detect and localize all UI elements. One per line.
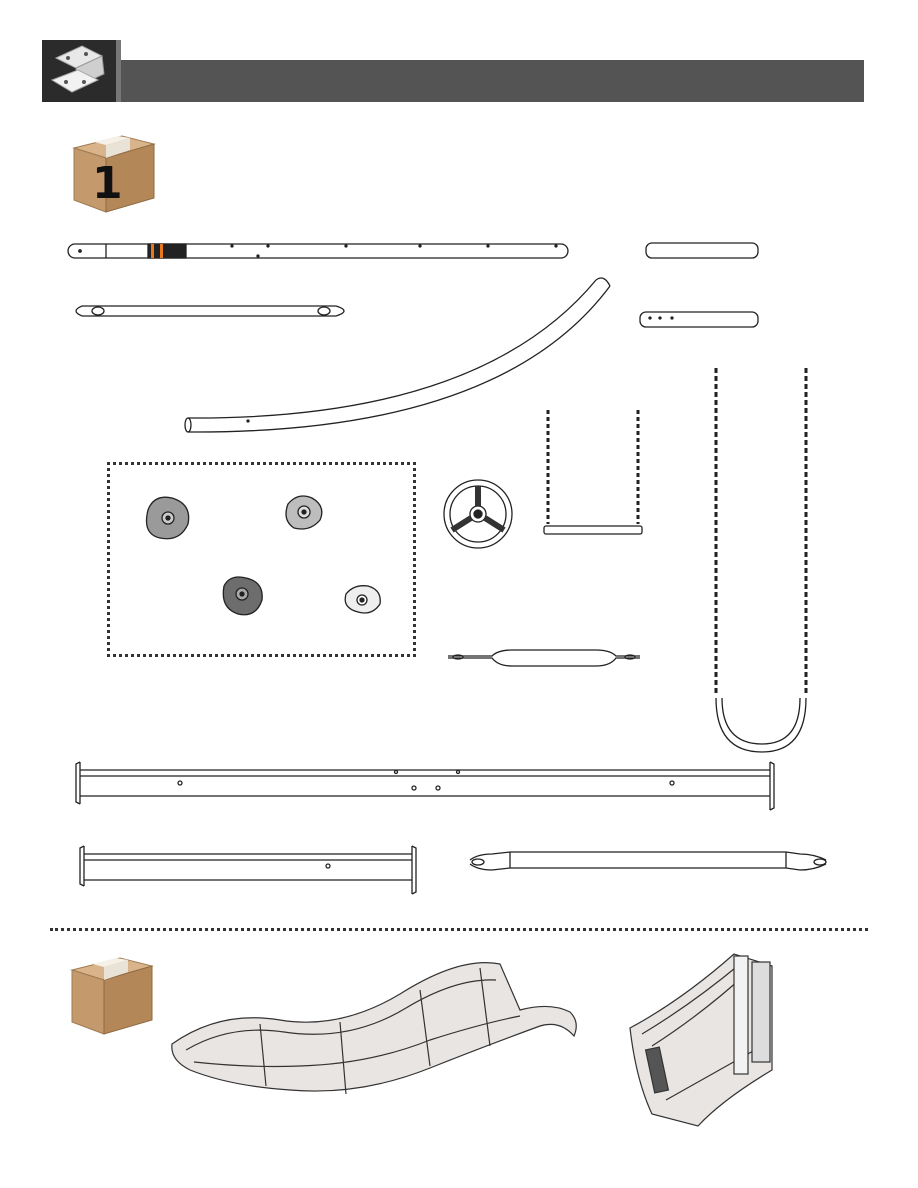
short-tube [646,243,758,258]
flanged-beam-long [76,762,774,810]
climbing-holds [140,490,400,630]
curved-arm [185,278,610,432]
long-tube-beam [68,244,568,258]
belt-swing-icon [716,368,806,752]
section-divider [50,928,868,931]
steering-wheel-icon [444,480,512,548]
cardboard-box-icon [66,950,156,1036]
short-tube-drilled [640,312,758,327]
swing-hanger-bar-wide [470,852,826,870]
strap-bar [448,650,640,666]
slide-section-icon [622,950,782,1130]
trapeze-bar-icon [544,410,642,534]
box-2 [66,950,156,1036]
swing-hanger-bar [76,306,344,316]
flanged-beam-short [80,846,416,894]
wave-slide-icon [160,950,600,1120]
